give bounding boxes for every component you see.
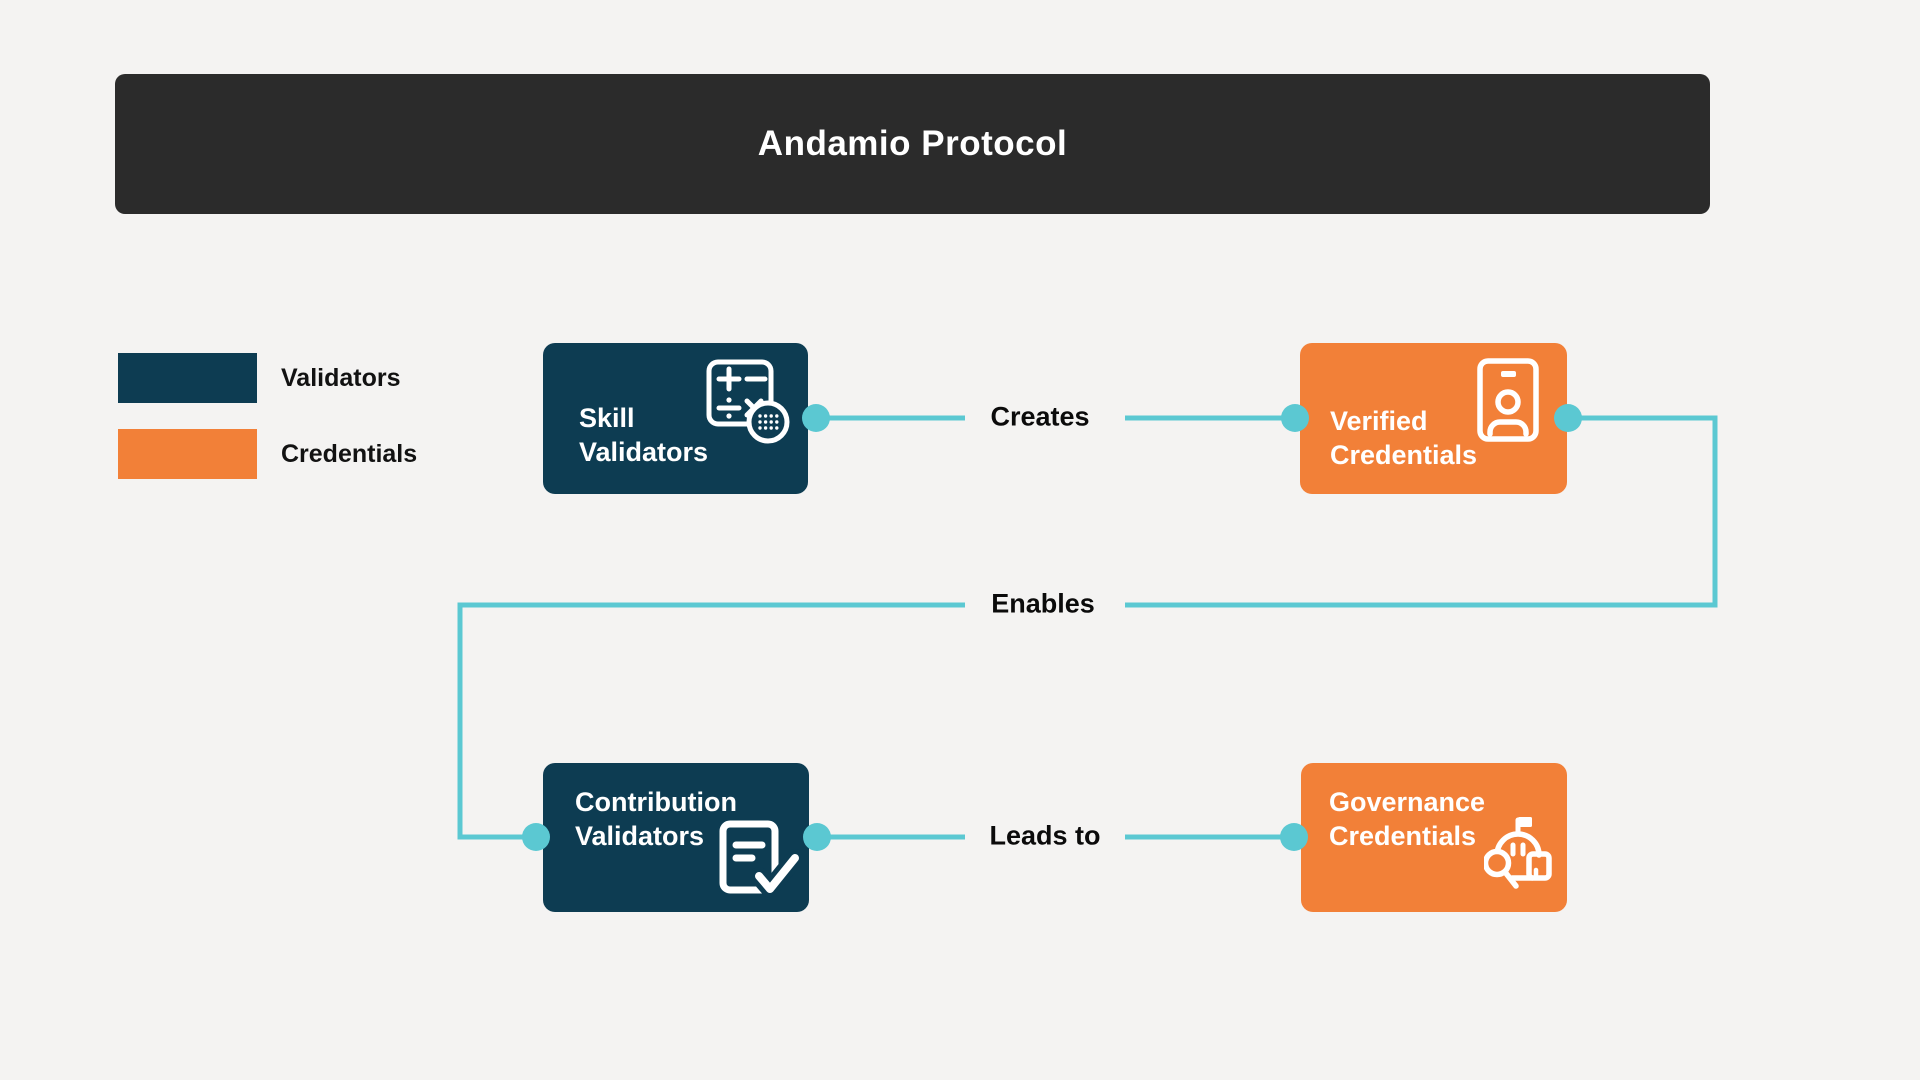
- governance-magnifier-icon: [1482, 814, 1554, 897]
- legend-swatch-credentials: [118, 429, 257, 479]
- node-skill-validators: Skill Validators: [543, 343, 808, 494]
- edge-label-enables: Enables: [991, 588, 1095, 619]
- edge-label-leads-to: Leads to: [989, 820, 1101, 851]
- calculator-icon: [706, 359, 790, 450]
- node-label: Skill Validators: [579, 403, 709, 467]
- legend-label-validators: Validators: [281, 364, 401, 392]
- node-contribution-validators: Contribution Validators: [543, 763, 809, 912]
- page-title: Andamio Protocol: [757, 124, 1068, 163]
- legend-label-credentials: Credentials: [281, 440, 418, 468]
- node-governance-credentials: Governance Credentials: [1301, 763, 1567, 912]
- document-check-icon: [718, 820, 804, 905]
- header-banner: Andamio Protocol: [115, 74, 1710, 214]
- node-verified-credentials: Verified Credentials: [1300, 343, 1567, 494]
- edge-label-creates: Creates: [990, 401, 1090, 432]
- id-badge-icon: [1477, 358, 1539, 447]
- node-label: Governance Credentials: [1329, 787, 1486, 851]
- legend-swatch-validators: [118, 353, 257, 403]
